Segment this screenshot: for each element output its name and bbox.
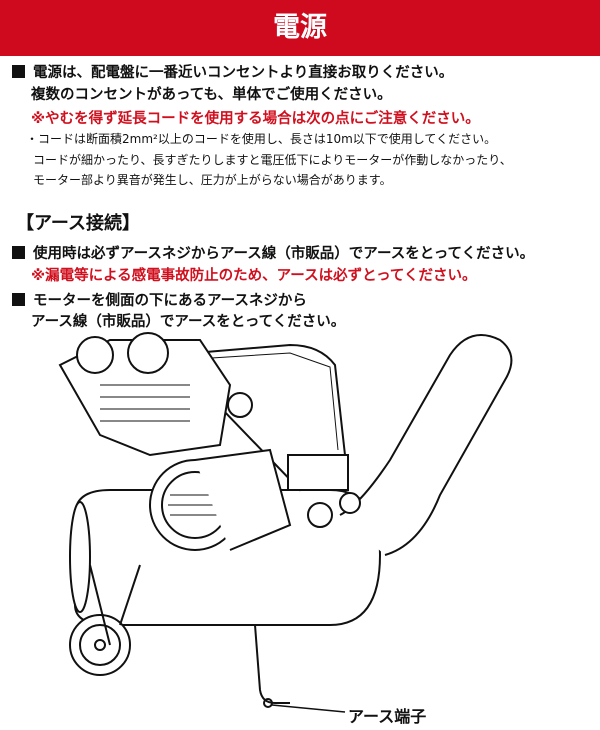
cord-note-1: ・コードは断面積2mm²以上のコードを使用し、長さは10m以下で使用してください… bbox=[26, 132, 497, 146]
text: モーターを側面の下にあるアースネジから bbox=[33, 293, 307, 309]
bullet-square-icon bbox=[12, 65, 25, 78]
page-title: 電源 bbox=[0, 0, 600, 56]
earth-instruction-2: モーターを側面の下にあるアースネジから bbox=[12, 289, 307, 310]
power-instruction-1: 電源は、配電盤に一番近いコンセントより直接お取りください。 bbox=[12, 61, 453, 82]
earth-heading: 【アース接続】 bbox=[16, 213, 141, 234]
cord-note-3: モーター部より異音が発生し、圧力が上がらない場合があります。 bbox=[33, 173, 392, 187]
bullet-square-icon bbox=[12, 246, 25, 259]
cord-note-2: コードが細かったり、長すぎたりしますと電圧低下によりモーターが作動しなかったり、 bbox=[33, 153, 512, 167]
bullet-square-icon bbox=[12, 293, 25, 306]
earth-warning: ※漏電等による感電事故防止のため、アースは必ずとってください。 bbox=[31, 268, 477, 284]
text: 電源は、配電盤に一番近いコンセントより直接お取りください。 bbox=[33, 65, 454, 81]
air-compressor-illustration bbox=[58, 332, 513, 713]
power-instruction-2: 複数のコンセントがあっても、単体でご使用ください。 bbox=[31, 87, 392, 103]
text: 使用時は必ずアースネジからアース線（市販品）でアースをとってください。 bbox=[33, 246, 535, 262]
earth-terminal-callout: アース端子 bbox=[348, 707, 427, 726]
power-warning: ※やむを得ず延長コードを使用する場合は次の点にご注意ください。 bbox=[31, 111, 480, 127]
earth-instruction-1: 使用時は必ずアースネジからアース線（市販品）でアースをとってください。 bbox=[12, 242, 534, 263]
earth-instruction-2b: アース線（市販品）でアースをとってください。 bbox=[31, 314, 346, 330]
